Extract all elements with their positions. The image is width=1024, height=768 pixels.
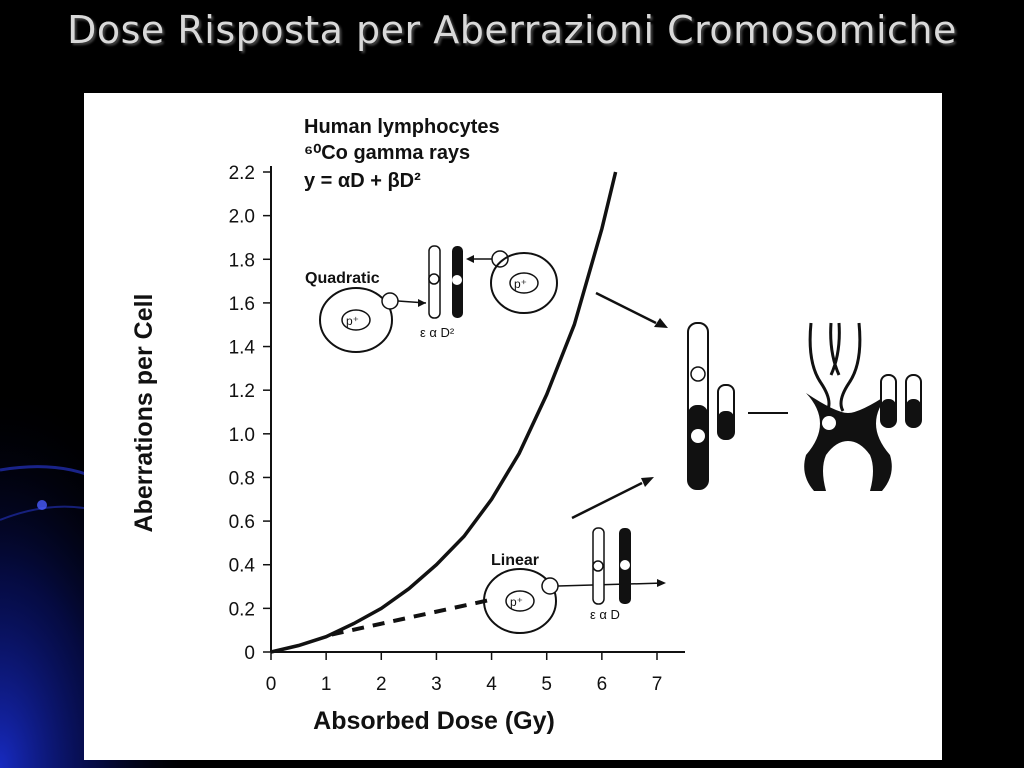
linear-schematic: Linear p⁺ ε α D: [483, 527, 666, 634]
y-tick-label: 2.2: [229, 163, 255, 184]
y-tick-label: 0: [244, 643, 255, 664]
quadratic-formula: ε α D²: [420, 325, 455, 340]
chart-title-line-3: y = αD + βD²: [304, 170, 421, 192]
pointer-arrows: [571, 291, 668, 520]
x-axis-label: Absorbed Dose (Gy): [313, 707, 555, 735]
linear-component-line: [331, 597, 493, 637]
particle-label: p⁺: [346, 314, 359, 328]
aberrant-chromosomes: [687, 322, 922, 491]
y-axis-label: Aberrations per Cell: [130, 294, 158, 533]
y-tick-label: 1.0: [229, 425, 255, 446]
linear-label: Linear: [491, 552, 539, 569]
x-tick-label: 0: [266, 674, 277, 695]
chart-title-line-1: Human lymphocytes: [304, 116, 500, 138]
particle-label: p⁺: [514, 277, 527, 291]
figure-panel: Human lymphocytes ⁶⁰Co gamma rays y = αD…: [84, 93, 942, 760]
y-tick-label: 0.2: [229, 599, 255, 620]
y-tick-label: 1.8: [229, 250, 255, 271]
x-tick-label: 5: [541, 674, 552, 695]
particle-label: p⁺: [510, 595, 523, 609]
linear-formula: ε α D: [590, 607, 620, 622]
dose-response-curve: [270, 171, 618, 654]
y-tick-label: 0.4: [229, 556, 256, 577]
x-tick-label: 6: [597, 674, 608, 695]
quadratic-label: Quadratic: [305, 270, 380, 287]
axes: 0 1 2 3 4 5 6 7 0 0.2 0.4 0.6 0.8 1.0 1.2 1.4 1.6 1.8 2.0 2…: [229, 163, 685, 695]
y-tick-label: 0.8: [229, 468, 255, 489]
x-tick-label: 2: [376, 674, 387, 695]
y-tick-label: 1.6: [229, 294, 255, 315]
y-tick-label: 1.4: [229, 338, 256, 359]
x-tick-label: 1: [321, 674, 332, 695]
y-tick-label: 2.0: [229, 207, 255, 228]
series-group: [270, 171, 618, 654]
x-tick-label: 3: [431, 674, 442, 695]
dose-response-chart: Human lymphocytes ⁶⁰Co gamma rays y = αD…: [130, 116, 922, 735]
y-tick-label: 0.6: [229, 512, 255, 533]
particle-track-circle: [319, 287, 393, 353]
x-tick-label: 4: [486, 674, 497, 695]
y-tick-label: 1.2: [229, 381, 255, 402]
x-tick-label: 7: [652, 674, 663, 695]
quadratic-schematic: Quadratic p⁺ p⁺ ε α D²: [305, 245, 558, 353]
chart-title-line-2: ⁶⁰Co gamma rays: [304, 142, 470, 164]
slide-title: Dose Risposta per Aberrazioni Cromosomic…: [67, 8, 957, 52]
